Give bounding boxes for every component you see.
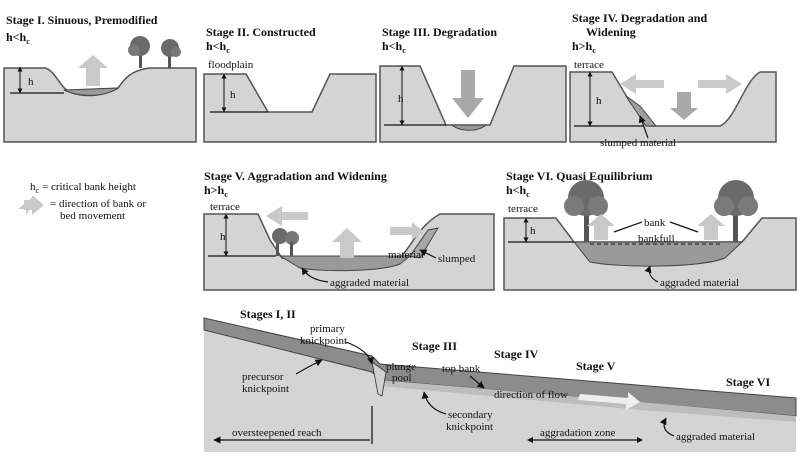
- profile-stage-5: Stage V: [576, 359, 616, 373]
- stage-1-panel: Stage I. Sinuous, Premodified h<hc h: [3, 13, 197, 143]
- tree-icon: [128, 36, 150, 68]
- precursor-knickpoint-2: knickpoint: [242, 383, 289, 395]
- profile-flow-label: direction of flow: [494, 389, 568, 401]
- primary-knickpoint-1: primary: [310, 323, 345, 335]
- stage-6-aggraded: aggraded material: [660, 277, 739, 289]
- secondary-knickpoint-2: knickpoint: [446, 421, 493, 433]
- legend-hc: hc= critical bank height: [30, 181, 136, 195]
- aggradation-zone: aggradation zone: [540, 427, 616, 439]
- downward-arrow-icon: [452, 70, 484, 118]
- stage-5-title: Stage V. Aggradation and Widening: [204, 169, 387, 183]
- stage-3-panel: Stage III. Degradation h<hc h: [379, 25, 567, 143]
- left-arrow-icon: [266, 206, 308, 226]
- profile-aggraded: aggraded material: [676, 431, 755, 443]
- stage-5-h: h: [220, 231, 226, 243]
- stage-6-terrace: terrace: [508, 203, 538, 215]
- profile-stage-3: Stage III: [412, 339, 457, 353]
- secondary-knickpoint-1: secondary: [448, 409, 493, 421]
- stage-4-title-2: Widening: [586, 25, 636, 39]
- legend: hc= critical bank height = direction of …: [18, 181, 146, 222]
- profile-stages-1-2: Stages I, II: [240, 307, 296, 321]
- stage-4-terrace: terrace: [574, 59, 604, 71]
- stage-5-slumped: slumped: [438, 253, 476, 265]
- stage-5-terrace: terrace: [210, 201, 240, 213]
- stage-6-condition: h<hc: [506, 183, 530, 199]
- plunge-pool-1: plunge: [386, 361, 416, 373]
- longitudinal-profile-panel: Stages I, II primary knickpoint precurso…: [203, 307, 797, 452]
- stage-3-title: Stage III. Degradation: [382, 25, 497, 39]
- stage-2-condition: h<hc: [206, 39, 230, 55]
- stage-4-h: h: [596, 95, 602, 107]
- plunge-pool-2: pool: [392, 372, 412, 384]
- stage-1-h: h: [28, 76, 34, 88]
- legend-arrow-text-1: = direction of bank or: [50, 198, 146, 210]
- tree-icon: [564, 180, 608, 242]
- stage-3-h: h: [398, 93, 404, 105]
- flow-arrow-icon: [578, 392, 640, 410]
- stage-4-title: Stage IV. Degradation and: [572, 11, 707, 25]
- legend-arrow-icon-b: [24, 195, 44, 215]
- stage-6-title: Stage VI. Quasi Equilibrium: [506, 169, 652, 183]
- stage-5-aggraded: aggraded material: [330, 277, 409, 289]
- stage-1-condition: h<hc: [6, 30, 30, 46]
- stage-5-material: material: [388, 249, 424, 261]
- upward-arrow-icon: [332, 228, 362, 258]
- stage-2-title: Stage II. Constructed: [206, 25, 316, 39]
- stage-4-slumped-material: slumped material: [600, 137, 676, 149]
- oversteepened-reach: oversteepened reach: [232, 427, 322, 439]
- stage-6-bankfull: bankfull: [638, 233, 675, 245]
- stage-4-panel: Stage IV. Degradation and Widening h>hc …: [569, 11, 777, 149]
- stage-2-panel: Stage II. Constructed h<hc floodplain h: [203, 25, 377, 143]
- tree-icon: [272, 228, 299, 256]
- primary-knickpoint-2: knickpoint: [300, 335, 347, 347]
- tree-icon: [161, 39, 181, 68]
- stage-5-panel: Stage V. Aggradation and Widening h>hc t…: [203, 169, 495, 291]
- stage-2-h: h: [230, 89, 236, 101]
- stage-2-floodplain: floodplain: [208, 59, 254, 71]
- stage-6-panel: Stage VI. Quasi Equilibrium h<hc terrace…: [503, 169, 797, 291]
- right-arrow-icon: [698, 74, 742, 94]
- profile-top-bank: top bank: [442, 363, 481, 375]
- profile-stage-6: Stage VI: [726, 375, 770, 389]
- upward-arrow-icon: [78, 55, 108, 86]
- stage-4-condition: h>hc: [572, 39, 596, 55]
- stage-1-title: Stage I. Sinuous, Premodified: [6, 13, 158, 27]
- stage-5-condition: h>hc: [204, 183, 228, 199]
- stage-6-bank: bank: [644, 217, 666, 229]
- stage-3-condition: h<hc: [382, 39, 406, 55]
- profile-stage-4: Stage IV: [494, 347, 539, 361]
- downward-arrow-icon: [670, 92, 698, 120]
- legend-arrow-text-2: bed movement: [60, 210, 125, 222]
- left-arrow-icon: [620, 74, 664, 94]
- right-arrow-icon: [390, 222, 424, 240]
- upward-arrow-icon: [697, 214, 725, 240]
- upward-arrow-icon: [587, 214, 615, 240]
- precursor-knickpoint-1: precursor: [242, 371, 284, 383]
- stage-6-h: h: [530, 225, 536, 237]
- tree-icon: [714, 180, 758, 242]
